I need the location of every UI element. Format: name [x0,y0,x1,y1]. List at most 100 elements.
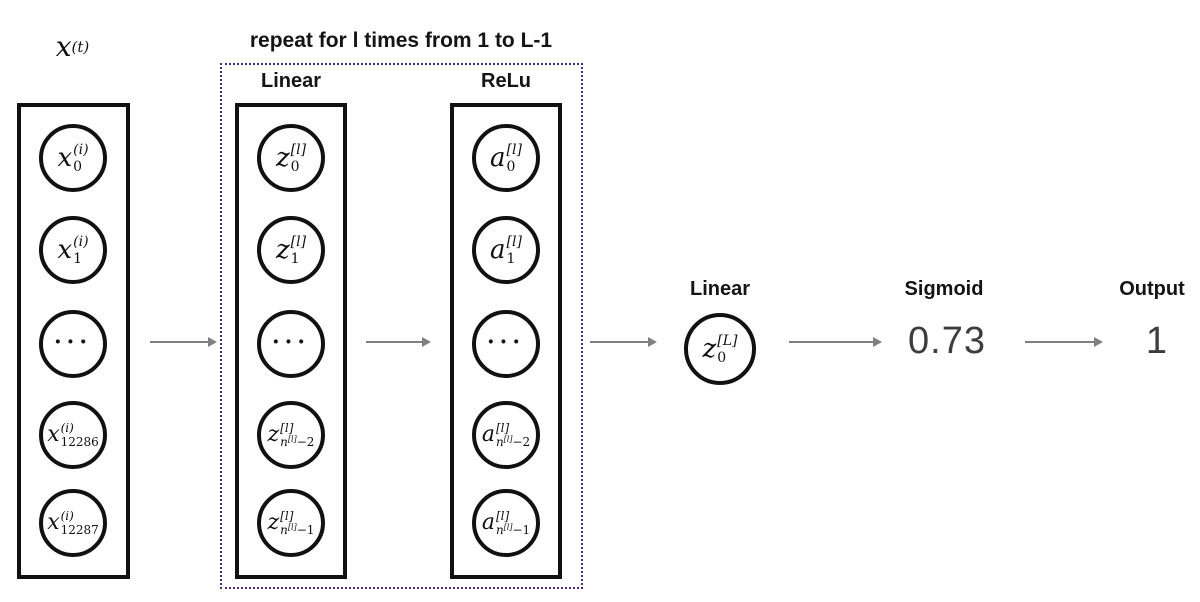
math-superscript: (t) [71,37,90,56]
math-var: z [267,422,280,447]
math-scripts: [l]n[l]−2 [496,422,530,448]
linear-node-n-1: z[l]n[l]−1 [257,489,325,557]
math-sub-offset: −1 [296,523,315,537]
input-node-ellipsis: ··· [39,310,107,378]
math-var: x [47,510,60,535]
math-var: a [490,143,506,173]
math-sub-offset: −2 [512,435,531,449]
math-scripts: [l]0 [291,143,306,174]
relu-node-n-2: a[l]n[l]−2 [472,401,540,469]
final-linear-label: Linear [689,278,751,300]
math-sub-superscript: [l] [503,435,513,444]
repeat-box-title: repeat for l times from 1 to L-1 [249,29,553,52]
relu-node-n-1-label: a[l]n[l]−1 [482,510,530,536]
linear-layer-label: Linear [260,70,322,92]
math-subscript: 1 [506,250,516,267]
math-sub-var: n [280,435,288,449]
math-superscript: [l] [495,509,510,523]
math-superscript: [l] [280,509,294,523]
math-sub-var: n [495,435,504,449]
relu-node-n-1: a[l]n[l]−1 [472,489,540,557]
math-scripts: (i)12286 [61,422,99,448]
math-subscript: 0 [73,158,83,175]
input-node-1: x(i)1 [39,216,107,284]
math-scripts: [l]1 [291,235,306,266]
ellipsis: ··· [54,329,92,355]
math-var: x [47,422,60,447]
math-subscript: 12287 [60,523,99,537]
math-sub-offset: −1 [512,523,531,537]
arrow-linear-to-relu [366,337,431,347]
linear-node-0-label: z[l]0 [276,143,306,174]
math-scripts: (i)0 [73,143,88,174]
input-node-12286: x(i)12286 [39,401,107,469]
math-var: x [57,235,73,265]
linear-node-1: z[l]1 [257,216,325,284]
math-var: x [55,30,72,63]
math-scripts: [l]n[l]−2 [280,422,314,448]
input-vector-symbol: x(t) [56,33,90,61]
math-scripts: (i)12287 [61,510,99,536]
math-superscript: [l] [280,421,294,435]
math-var: z [267,510,280,535]
input-vector-header: x(t) [25,33,120,61]
math-subscript: 0 [290,158,300,175]
math-superscript: (i) [60,421,74,435]
math-var: z [275,235,290,265]
linear-node-1-label: z[l]1 [276,235,306,266]
relu-node-n-2-label: a[l]n[l]−2 [482,422,530,448]
relu-node-ellipsis: ··· [472,310,540,378]
math-sub-offset: −2 [296,435,315,449]
linear-node-ellipsis: ··· [257,310,325,378]
relu-node-0: a[l]0 [472,124,540,192]
math-subscript: n[l]−2 [280,435,315,449]
math-scripts: [L]0 [717,334,737,365]
math-sub-superscript: [l] [287,523,297,532]
relu-layer-label: ReLu [481,70,531,92]
math-scripts: [l]n[l]−1 [280,510,314,536]
math-var: z [702,334,717,364]
ellipsis: ··· [487,329,525,355]
math-subscript: 1 [73,250,83,267]
math-scripts: [l]1 [507,235,522,266]
sigmoid-value: 0.73 [908,320,986,362]
sigmoid-label: Sigmoid [904,278,984,300]
relu-node-0-label: a[l]0 [490,143,522,174]
linear-node-n-2: z[l]n[l]−2 [257,401,325,469]
math-subscript: 1 [290,250,300,267]
repeat-box [220,63,583,589]
arrow-final-linear-to-sigmoid [789,337,882,347]
math-var: a [481,422,495,447]
math-superscript: [l] [495,421,510,435]
math-var: a [490,235,506,265]
math-superscript: [l] [290,233,307,250]
math-sub-var: n [495,523,504,537]
math-subscript: n[l]−2 [495,435,531,449]
input-node-0-label: x(i)0 [57,143,88,174]
input-node-1-label: x(i)1 [57,235,88,266]
math-superscript: (i) [73,233,89,250]
relu-node-1-label: a[l]1 [490,235,522,266]
math-superscript: [L] [717,332,738,349]
math-sub-superscript: [l] [503,523,513,532]
math-subscript: n[l]−1 [280,523,315,537]
math-subscript: 12286 [60,435,99,449]
math-scripts: [l]n[l]−1 [496,510,530,536]
math-superscript: [l] [290,141,307,158]
relu-node-1: a[l]1 [472,216,540,284]
math-var: x [57,143,73,173]
math-scripts: (i)1 [73,235,88,266]
input-node-0: x(i)0 [39,124,107,192]
arrow-repeat-box-to-final-linear [590,337,657,347]
math-var: a [481,510,495,535]
input-node-12286-label: x(i)12286 [47,422,99,448]
math-superscript: (i) [60,509,74,523]
input-node-12287: x(i)12287 [39,489,107,557]
final-linear-node-label: z[L]0 [703,334,738,365]
math-superscript: [l] [506,233,522,250]
math-superscript: [l] [506,141,522,158]
math-superscript: (i) [73,141,89,158]
final-linear-node: z[L]0 [684,313,756,385]
linear-node-0: z[l]0 [257,124,325,192]
